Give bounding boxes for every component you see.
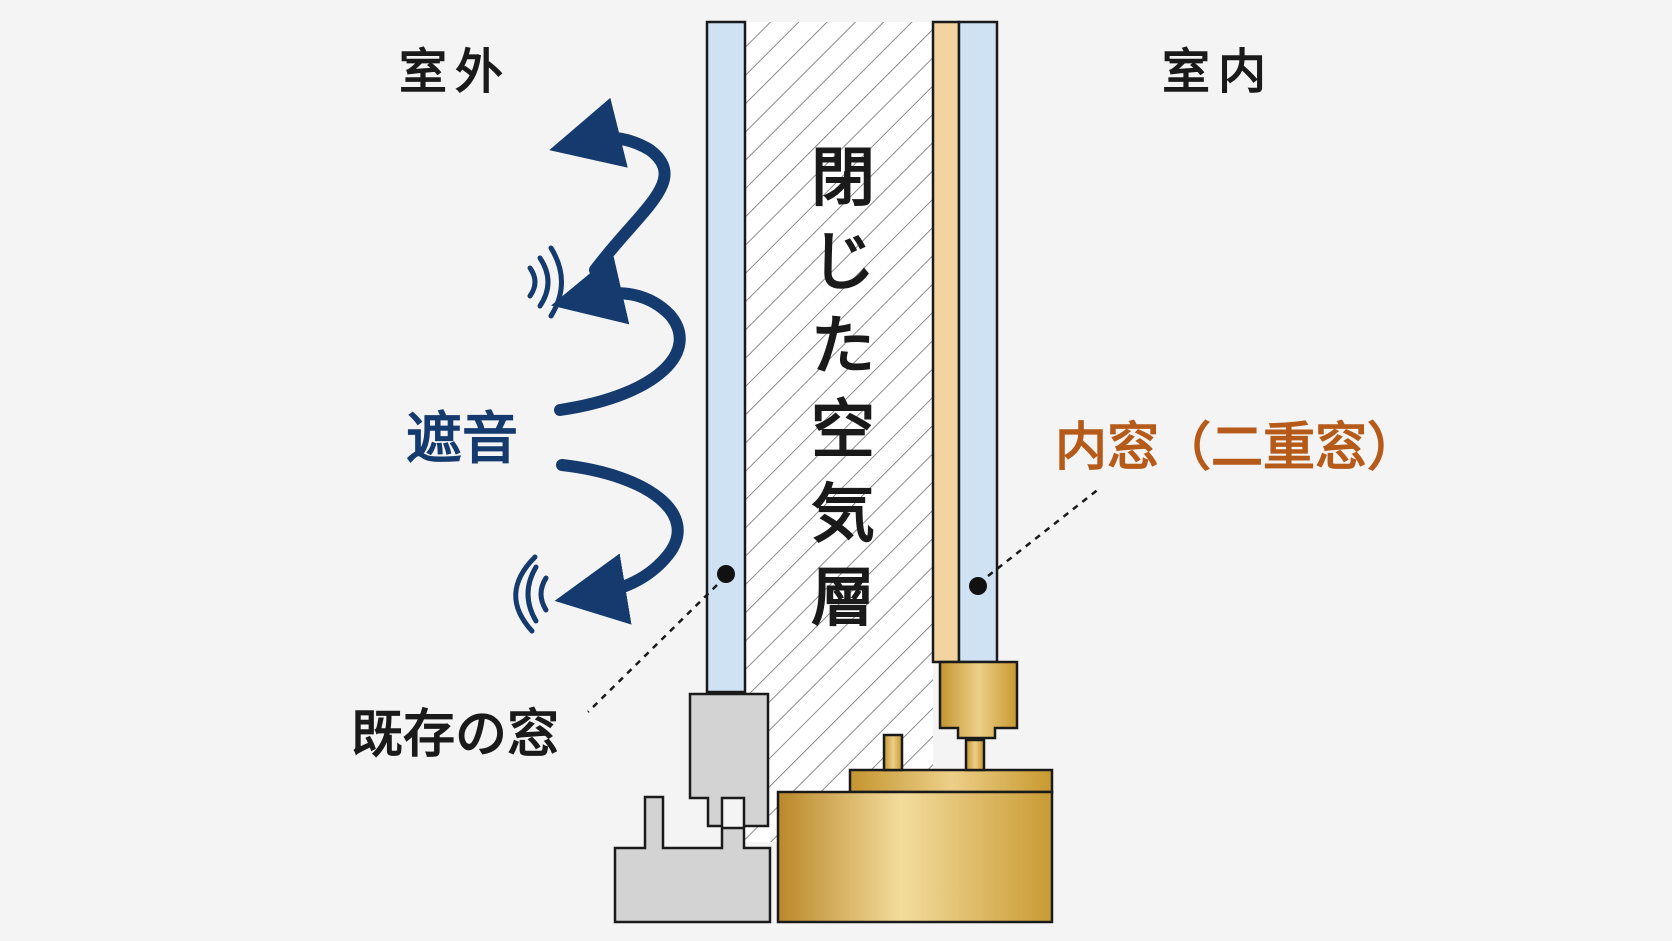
svg-text:じ: じ — [811, 226, 875, 300]
inner-window-leader — [987, 487, 1101, 577]
inner-window-sash — [931, 20, 961, 664]
sound-block-label: 遮音 — [406, 407, 518, 472]
svg-text:閉: 閉 — [811, 142, 875, 216]
existing-window-frame — [613, 692, 772, 924]
inner-window-frame — [776, 660, 1054, 924]
arrow-icon — [551, 254, 686, 416]
outdoor-label: 室外 — [399, 44, 511, 100]
svg-text:層: 層 — [811, 562, 875, 636]
indoor-label: 室内 — [1162, 44, 1274, 100]
inner-window-marker — [969, 577, 987, 595]
svg-text:空: 空 — [811, 394, 875, 468]
svg-text:気: 気 — [811, 478, 875, 552]
svg-text:た: た — [811, 310, 875, 384]
air-layer-label: 閉 じ た 空 気 層 — [811, 142, 875, 636]
inner-window-glass — [957, 20, 999, 664]
arrow-icon — [554, 459, 684, 625]
sound-reflection-arrows — [549, 97, 686, 625]
existing-window-marker — [717, 565, 735, 583]
inner-window-label: 内窓（二重窓） — [1055, 418, 1419, 478]
sound-wave-icon — [513, 554, 549, 634]
arrow-icon — [549, 97, 671, 276]
existing-window-label: 既存の窓 — [351, 705, 559, 765]
sound-wave-icon — [527, 245, 564, 319]
existing-window-glass — [705, 20, 747, 694]
air-layer-hatch — [745, 22, 933, 842]
